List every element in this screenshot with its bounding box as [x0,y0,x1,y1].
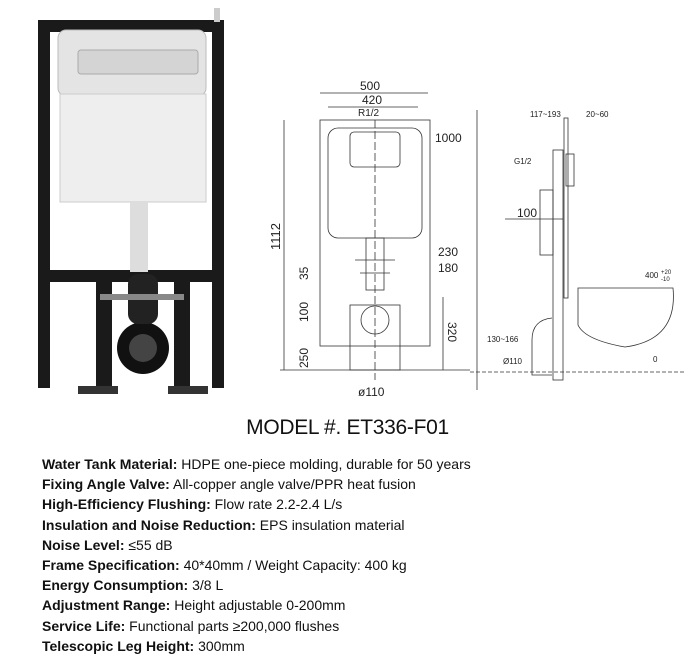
spec-label: Energy Consumption: [42,577,189,594]
spec-value: 300mm [198,637,245,654]
spec-value: Functional parts ≥200,000 flushes [129,617,340,634]
spec-label: Service Life: [42,617,126,634]
spec-row: Fixing Angle Valve: All-copper angle val… [42,474,471,494]
dim-500: 500 [360,79,380,93]
spec-row: Noise Level: ≤55 dB [42,535,471,555]
dim-400-plus: +20 [661,270,672,276]
dim-g12: G1/2 [514,157,532,166]
spec-value: Height adjustable 0-200mm [174,597,346,614]
spec-row: Telescopic Leg Height: 300mm [42,636,471,656]
spec-value: 40*40mm / Weight Capacity: 400 kg [183,557,407,574]
dim-35: 35 [297,266,311,280]
dim-floor-0: 0 [653,355,658,364]
dim-230: 230 [438,245,458,259]
spec-row: Adjustment Range: Height adjustable 0-20… [42,595,471,615]
dim-110-side: Ø110 [503,357,523,366]
spec-label: Telescopic Leg Height: [42,637,195,654]
dim-250: 250 [297,348,311,368]
model-title: MODEL #. ET336-F01 [246,416,449,439]
dim-20-60: 20~60 [586,110,609,119]
side-view-drawing: 117~193 20~60 G1/2 100 400 +20 -10 130~1… [470,110,685,390]
spec-value: 3/8 L [192,577,224,594]
spec-value: EPS insulation material [259,516,405,533]
dim-1112: 1112 [268,223,283,250]
spec-row: Frame Specification: 40*40mm / Weight Ca… [42,555,471,575]
spec-label: Adjustment Range: [42,597,171,614]
spec-value: HDPE one-piece molding, durable for 50 y… [181,456,471,472]
dim-117-193: 117~193 [530,110,561,119]
dim-100: 100 [297,302,311,322]
spec-value: All-copper angle valve/PPR heat fusion [172,476,416,493]
spec-row: Energy Consumption: 3/8 L [42,575,471,595]
front-view-drawing: 500 420 R1/2 1000 1112 230 180 35 100 25… [268,79,470,399]
dim-400-minus: -10 [661,277,670,283]
dim-420: 420 [362,93,382,107]
product-photo [38,8,224,394]
spec-row: Water Tank Material: HDPE one-piece mold… [42,454,471,474]
spec-label: Frame Specification: [42,557,180,574]
dim-130-166: 130~166 [487,335,519,344]
spec-label: Insulation and Noise Reduction: [42,516,256,533]
spec-row: Insulation and Noise Reduction: EPS insu… [42,515,471,535]
spec-label: High-Efficiency Flushing: [42,496,211,513]
spec-label: Fixing Angle Valve: [42,476,170,493]
dim-320: 320 [445,322,459,342]
spec-value: ≤55 dB [128,536,173,553]
dim-r12: R1/2 [358,108,380,119]
dim-180: 180 [438,261,458,275]
spec-row: High-Efficiency Flushing: Flow rate 2.2-… [42,494,471,514]
spec-value: Flow rate 2.2-2.4 L/s [214,496,343,513]
dim-400: 400 [645,271,659,280]
spec-row: Service Life: Functional parts ≥200,000 … [42,616,471,636]
dim-110: ø110 [358,385,385,399]
dim-1000: 1000 [435,131,462,145]
spec-list: Water Tank Material: HDPE one-piece mold… [42,454,471,656]
spec-label: Noise Level: [42,536,125,553]
spec-label: Water Tank Material: [42,456,178,472]
dim-100-side: 100 [517,206,537,220]
